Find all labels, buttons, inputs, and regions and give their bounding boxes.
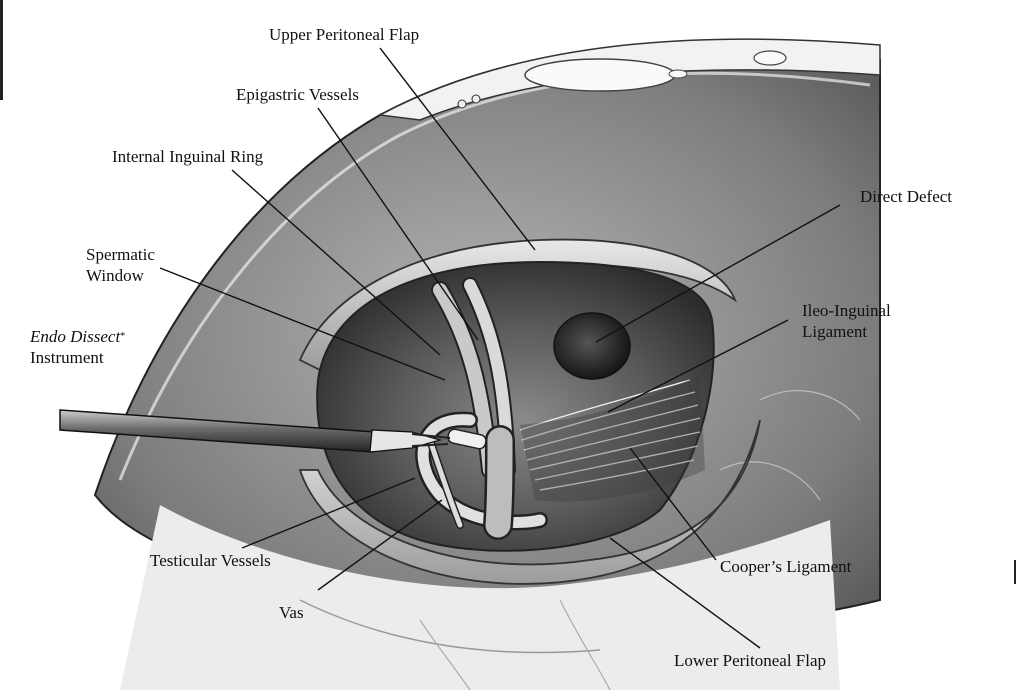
- leader-lines: [159, 47, 841, 649]
- label-endo-dissect-line1: Endo Dissect*: [30, 326, 125, 347]
- label-coopers-ligament: Cooper’s Ligament: [720, 557, 852, 576]
- right-edge-mark: [1014, 560, 1016, 584]
- label-endo-dissect-name: Endo Dissect: [30, 327, 121, 346]
- label-vas: Vas: [279, 603, 304, 622]
- cord-structures: [415, 411, 548, 540]
- label-internal-inguinal-ring: Internal Inguinal Ring: [112, 147, 264, 166]
- label-endo-dissect-mark: *: [120, 331, 126, 342]
- label-epigastric-vessels: Epigastric Vessels: [236, 85, 359, 104]
- label-upper-peritoneal-flap: Upper Peritoneal Flap: [269, 25, 420, 44]
- label-testicular-vessels: Testicular Vessels: [150, 551, 271, 570]
- direct-defect-hole: [553, 312, 631, 380]
- label-endo-dissect-line2: Instrument: [30, 348, 104, 367]
- label-direct-defect: Direct Defect: [860, 187, 953, 206]
- ligament-shadow: [520, 375, 705, 502]
- ligament-striations: [519, 379, 701, 491]
- label-ileo-inguinal-ligament: Ileo-Inguinal Ligament: [802, 300, 891, 342]
- label-ileo-inguinal-line1: Ileo-Inguinal: [802, 301, 891, 320]
- label-spermatic-window-line1: Spermatic: [86, 245, 155, 264]
- label-spermatic-window: Spermatic Window: [86, 244, 155, 286]
- label-lower-peritoneal-flap: Lower Peritoneal Flap: [674, 651, 827, 670]
- left-edge-mark: [0, 0, 3, 100]
- label-endo-dissect: Endo Dissect* Instrument: [30, 326, 125, 368]
- label-spermatic-window-line2: Window: [86, 266, 144, 285]
- lower-tissue: [120, 390, 861, 691]
- label-ileo-inguinal-line2: Ligament: [802, 322, 868, 341]
- endo-dissect-instrument-drawing: [59, 409, 451, 453]
